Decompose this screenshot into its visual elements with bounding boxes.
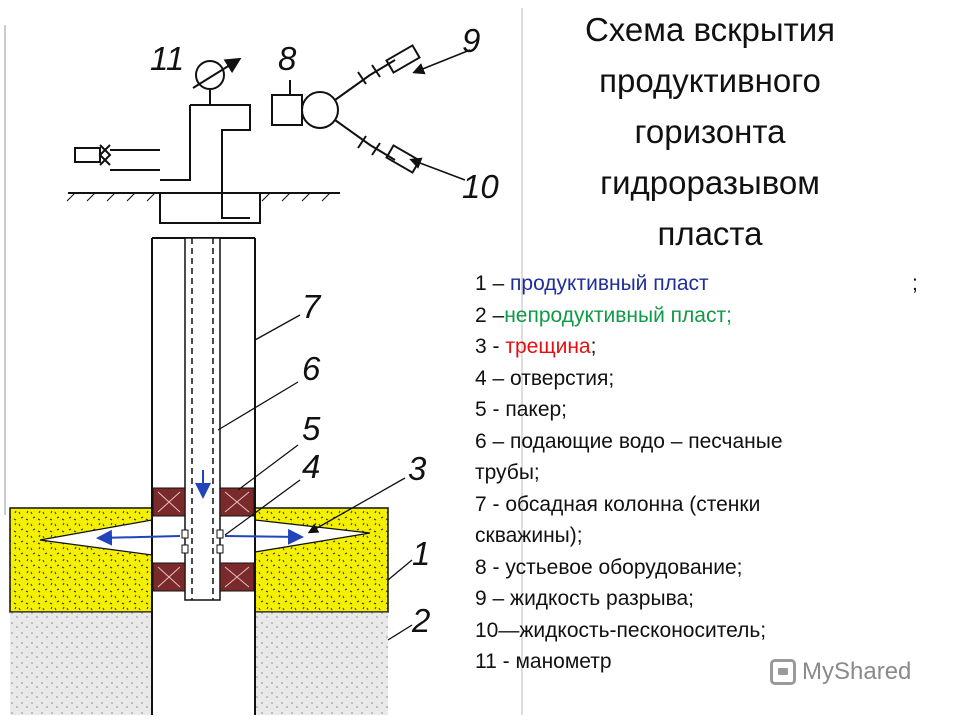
callout-11: 11 xyxy=(150,40,184,77)
presentation-board-icon xyxy=(770,659,796,685)
legend-item-5: 5 - пакер; xyxy=(475,398,568,421)
legend-item-6-line-2: трубы; xyxy=(475,461,540,484)
legend-item-3-prefix: 3 - xyxy=(475,335,506,358)
legend-item-3-suffix: ; xyxy=(590,335,597,358)
legend-item-3: 3 - трещина; xyxy=(475,331,945,363)
legend-item-1-prefix: 1 – xyxy=(475,272,511,295)
callout-4: 4 xyxy=(302,448,320,485)
legend-item-4: 4 – отверстия; xyxy=(475,366,615,390)
legend-item-6-line-1: 6 – подающие водо – песчаные xyxy=(475,429,783,453)
non-productive-layer xyxy=(10,611,388,715)
callout-3: 3 xyxy=(408,450,427,487)
leader-lines xyxy=(217,314,413,641)
title-line-2: продуктивного xyxy=(599,62,821,99)
callout-8: 8 xyxy=(278,40,297,77)
callout-10: 10 xyxy=(462,168,499,205)
watermark: MyShared xyxy=(770,658,911,686)
callout-1: 1 xyxy=(412,535,430,572)
legend-item-10: 10—жидкость-песконоситель; xyxy=(475,618,767,642)
slide-title: Схема вскрытия продуктивного горизонта г… xyxy=(530,4,890,259)
legend-item-1-semicolon: ; xyxy=(912,272,918,295)
legend-item-1-term: продуктивный пласт xyxy=(510,272,709,295)
legend: 1 – продуктивный пласт; 2 –непродуктивны… xyxy=(475,268,945,678)
title-line-1: Схема вскрытия xyxy=(584,11,836,48)
wellhead-equipment xyxy=(74,44,421,224)
legend-item-2: 2 –непродуктивный пласт; xyxy=(475,300,945,332)
callout-5: 5 xyxy=(302,410,321,447)
legend-item-11: 11 - манометр xyxy=(475,650,612,673)
perforations xyxy=(181,529,224,554)
watermark-text: MyShared xyxy=(802,658,912,685)
flow-arrows xyxy=(96,528,304,546)
callout-9: 9 xyxy=(462,22,480,59)
legend-item-7-line-1: 7 - обсадная колонна (стенки xyxy=(475,492,761,516)
legend-item-1: 1 – продуктивный пласт; xyxy=(475,268,945,300)
title-line-4: гидроразывом xyxy=(600,164,820,201)
legend-item-3-term: трещина xyxy=(505,335,591,358)
legend-item-2-prefix: 2 – xyxy=(475,303,505,327)
legend-item-2-term: непродуктивный пласт; xyxy=(504,303,732,327)
tubing xyxy=(184,237,221,601)
title-line-3: горизонта xyxy=(634,113,786,150)
callout-7: 7 xyxy=(302,288,322,325)
legend-item-7-line-2: скважины); xyxy=(475,524,583,547)
legend-item-9: 9 – жидкость разрыва; xyxy=(475,587,695,610)
title-line-5: пласта xyxy=(657,215,763,252)
packer xyxy=(152,487,255,592)
callout-6: 6 xyxy=(302,350,321,387)
callout-2: 2 xyxy=(411,602,430,639)
legend-item-8: 8 - устьевое оборудование; xyxy=(475,555,743,579)
hydraulic-fracturing-diagram: 11 8 9 10 7 6 5 4 3 1 2 xyxy=(4,8,523,715)
